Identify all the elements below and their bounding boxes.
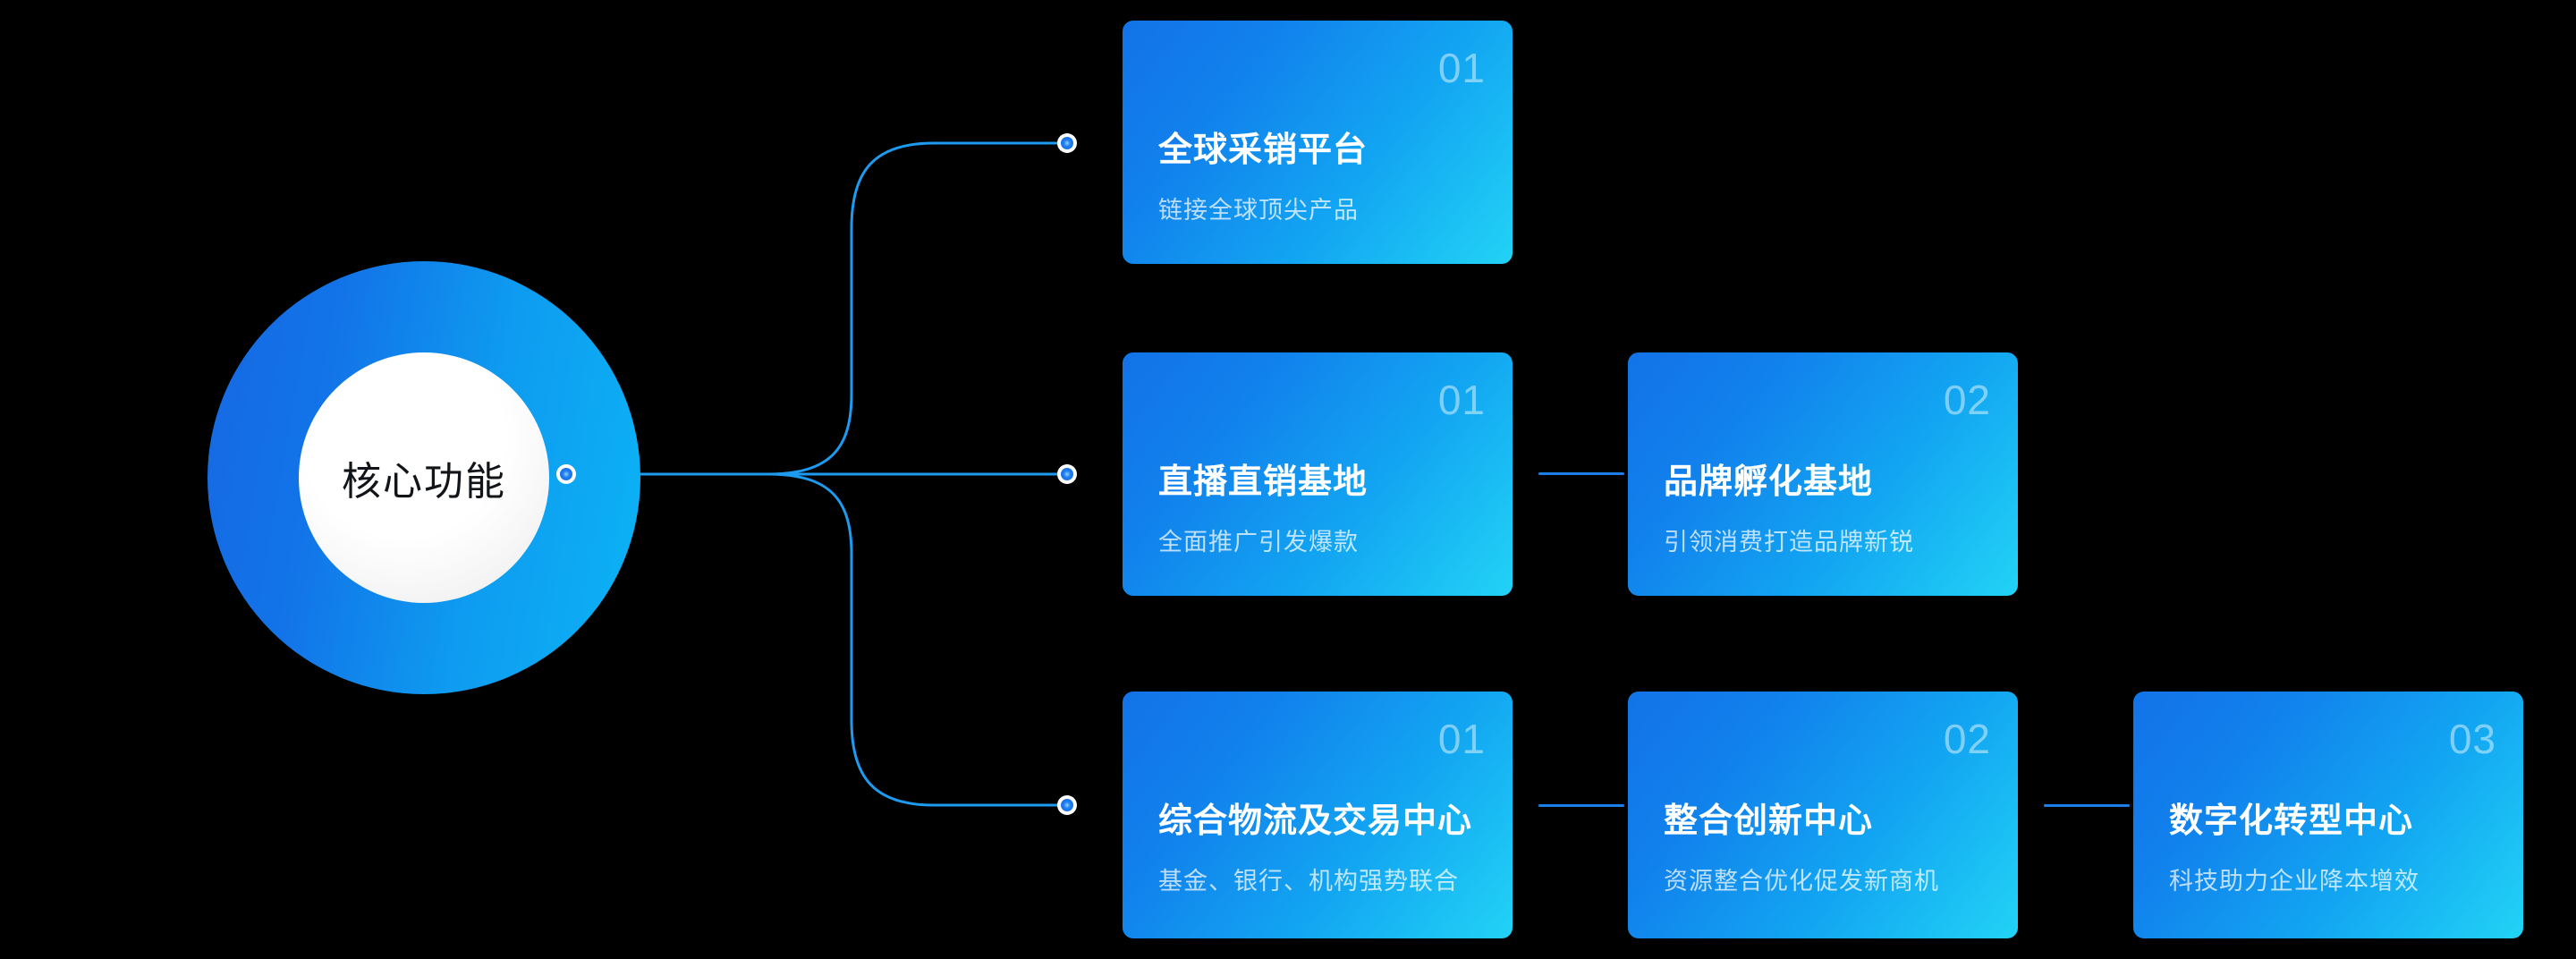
branch-2-endpoint-dot xyxy=(1057,464,1077,484)
card-number: 01 xyxy=(1437,716,1486,762)
link-branch-2-1-to-2 xyxy=(1538,472,1624,475)
card-number: 02 xyxy=(1943,377,1991,423)
card-branch-3-item-1[interactable]: 01 综合物流及交易中心 基金、银行、机构强势联合 xyxy=(1123,692,1513,938)
card-subtitle: 链接全球顶尖产品 xyxy=(1158,197,1359,224)
hub-connector-dot xyxy=(556,464,576,484)
card-subtitle: 全面推广引发爆款 xyxy=(1158,529,1359,556)
branch-3-endpoint-dot xyxy=(1057,795,1077,815)
card-number: 03 xyxy=(2448,716,2496,762)
card-branch-3-item-3[interactable]: 03 数字化转型中心 科技助力企业降本增效 xyxy=(2133,692,2523,938)
card-branch-1-item-1[interactable]: 01 全球采销平台 链接全球顶尖产品 xyxy=(1123,21,1513,264)
card-title: 数字化转型中心 xyxy=(2169,802,2414,840)
card-title: 全球采销平台 xyxy=(1158,132,1368,169)
card-number: 02 xyxy=(1943,716,1991,762)
branch-1-endpoint-dot xyxy=(1057,133,1077,153)
card-branch-2-item-1[interactable]: 01 直播直销基地 全面推广引发爆款 xyxy=(1123,352,1513,596)
card-branch-2-item-2[interactable]: 02 品牌孵化基地 引领消费打造品牌新锐 xyxy=(1628,352,2018,596)
card-title: 品牌孵化基地 xyxy=(1664,463,1874,501)
link-branch-3-2-to-3 xyxy=(2044,804,2130,807)
card-subtitle: 资源整合优化促发新商机 xyxy=(1664,868,1939,895)
core-hub-label: 核心功能 xyxy=(342,460,506,504)
card-branch-3-item-2[interactable]: 02 整合创新中心 资源整合优化促发新商机 xyxy=(1628,692,2018,938)
card-number: 01 xyxy=(1437,45,1486,91)
core-hub-inner: 核心功能 xyxy=(299,352,549,603)
card-number: 01 xyxy=(1437,377,1486,423)
core-hub[interactable]: 核心功能 xyxy=(208,261,640,694)
card-subtitle: 基金、银行、机构强势联合 xyxy=(1158,868,1459,895)
card-title: 综合物流及交易中心 xyxy=(1158,802,1473,840)
link-branch-3-1-to-2 xyxy=(1538,804,1624,807)
card-subtitle: 科技助力企业降本增效 xyxy=(2169,868,2419,895)
card-title: 整合创新中心 xyxy=(1664,802,1874,840)
card-subtitle: 引领消费打造品牌新锐 xyxy=(1664,529,1914,556)
card-title: 直播直销基地 xyxy=(1158,463,1368,501)
